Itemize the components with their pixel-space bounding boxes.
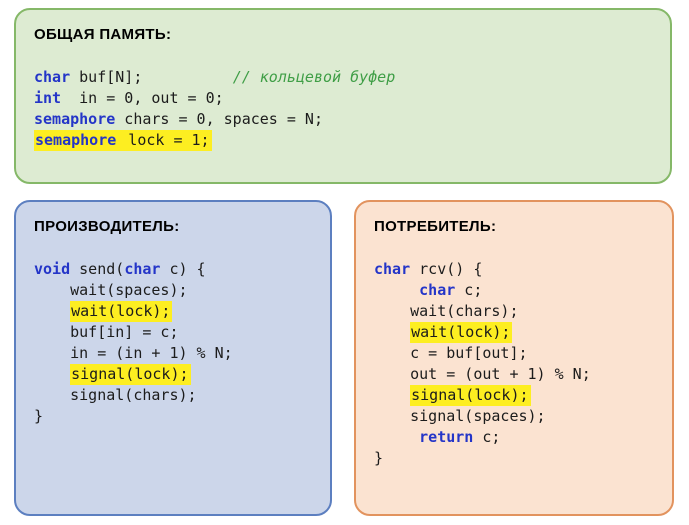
code-line: buf[in] = c;	[34, 322, 312, 343]
code-line: }	[34, 406, 312, 427]
code-token: wait(spaces);	[34, 281, 188, 299]
keyword-token: int	[34, 89, 62, 107]
code-token: c) {	[160, 260, 206, 278]
code-line: signal(lock);	[374, 385, 654, 406]
code-token: in = 0, out = 0;	[61, 89, 224, 107]
consumer-panel: ПОТРЕБИТЕЛЬ: char rcv() { char c; wait(c…	[354, 200, 674, 516]
producer-code: void send(char c) { wait(spaces); wait(l…	[34, 259, 312, 427]
code-token: c;	[455, 281, 483, 299]
code-token: }	[374, 449, 384, 467]
code-line: char c;	[374, 280, 654, 301]
keyword-token: semaphore	[34, 110, 116, 128]
producer-title: ПРОИЗВОДИТЕЛЬ:	[34, 218, 180, 235]
code-line: in = (in + 1) % N;	[34, 343, 312, 364]
code-line: c = buf[out];	[374, 343, 654, 364]
code-token	[34, 365, 70, 383]
code-line: wait(lock);	[374, 322, 654, 343]
code-token: in = (in + 1) % N;	[34, 344, 233, 362]
code-line: char buf[N]; // кольцевой буфер	[34, 67, 652, 88]
highlighted-token: wait(lock);	[70, 301, 173, 322]
code-token	[374, 323, 410, 341]
code-token: buf[N];	[70, 68, 233, 86]
code-line: wait(spaces);	[34, 280, 312, 301]
code-token	[374, 386, 410, 404]
highlighted-token: signal(lock);	[410, 385, 531, 406]
code-line: wait(chars);	[374, 301, 654, 322]
code-line: semaphore lock = 1;	[34, 130, 652, 151]
code-token: signal(chars);	[34, 386, 197, 404]
code-token: out = (out + 1) % N;	[374, 365, 591, 383]
code-line: signal(lock);	[34, 364, 312, 385]
code-token	[374, 281, 419, 299]
code-token: chars = 0, spaces = N;	[115, 110, 323, 128]
code-token: c;	[473, 428, 501, 446]
code-token: rcv() {	[410, 260, 483, 278]
code-token	[374, 428, 419, 446]
code-line: signal(chars);	[34, 385, 312, 406]
code-line: char rcv() {	[374, 259, 654, 280]
code-token: c = buf[out];	[374, 344, 528, 362]
code-token: wait(chars);	[374, 302, 519, 320]
consumer-title: ПОТРЕБИТЕЛЬ:	[374, 218, 497, 235]
highlighted-token: wait(lock);	[410, 322, 513, 343]
code-line: out = (out + 1) % N;	[374, 364, 654, 385]
highlighted-token: lock = 1;	[118, 130, 212, 151]
keyword-token: return	[419, 428, 474, 446]
comment-token: // кольцевой буфер	[232, 68, 396, 86]
code-token: }	[34, 407, 44, 425]
code-token	[34, 302, 70, 320]
code-line: int in = 0, out = 0;	[34, 88, 652, 109]
keyword-token: char	[419, 281, 456, 299]
producer-panel: ПРОИЗВОДИТЕЛЬ: void send(char c) { wait(…	[14, 200, 332, 516]
code-token: buf[in] = c;	[34, 323, 179, 341]
code-line: }	[374, 448, 654, 469]
shared-memory-title: ОБЩАЯ ПАМЯТЬ:	[34, 26, 172, 43]
keyword-token: char	[34, 68, 71, 86]
keyword-token: void	[34, 260, 71, 278]
code-line: signal(spaces);	[374, 406, 654, 427]
code-token: signal(spaces);	[374, 407, 546, 425]
code-line: wait(lock);	[34, 301, 312, 322]
code-line: return c;	[374, 427, 654, 448]
code-line: semaphore chars = 0, spaces = N;	[34, 109, 652, 130]
keyword-token: char	[374, 260, 411, 278]
highlighted-token: signal(lock);	[70, 364, 191, 385]
shared-memory-panel: ОБЩАЯ ПАМЯТЬ: char buf[N]; // кольцевой …	[14, 8, 672, 184]
code-token: send(	[70, 260, 125, 278]
keyword-token: char	[124, 260, 161, 278]
consumer-code: char rcv() { char c; wait(chars); wait(l…	[374, 259, 654, 469]
code-line: void send(char c) {	[34, 259, 312, 280]
keyword-token: semaphore	[34, 130, 119, 151]
